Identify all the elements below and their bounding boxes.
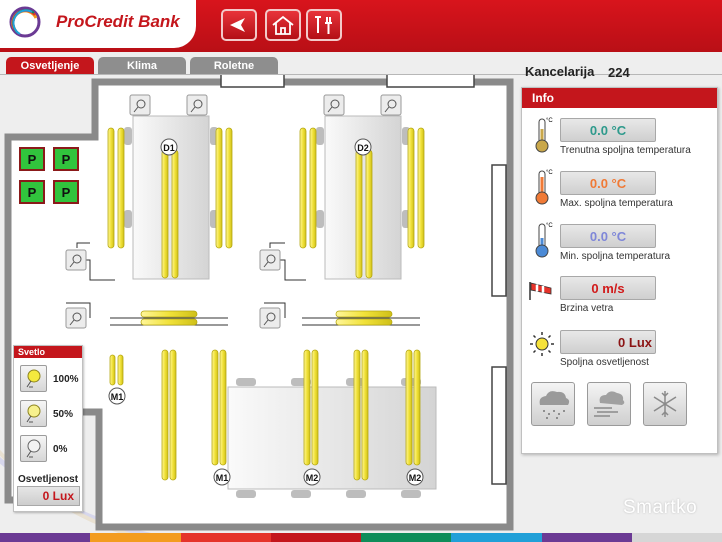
back-button[interactable] xyxy=(221,9,257,41)
tools-icon xyxy=(315,16,332,34)
bulb-half-icon xyxy=(26,404,41,423)
window xyxy=(386,75,475,88)
switch-label: P xyxy=(28,152,37,167)
motion-marker-label: M2 xyxy=(306,473,319,483)
brand-name: ProCredit Bank xyxy=(56,12,180,31)
bulb-off-icon xyxy=(26,439,41,458)
osvetljenost-label: Osvetljenost xyxy=(18,474,79,485)
svg-text:°C: °C xyxy=(546,170,553,176)
outdoor-lux-value: 0 Lux xyxy=(560,330,656,354)
tab-osvetljenje[interactable]: Osvetljenje xyxy=(6,57,94,74)
strip-segment xyxy=(0,533,91,542)
svg-text:°C: °C xyxy=(546,118,553,124)
light-50-label: 50% xyxy=(53,409,74,420)
tab-roletne[interactable]: Roletne xyxy=(190,57,278,74)
outdoor-lux-label: Spoljna osvetljenost xyxy=(560,357,649,368)
info-panel: Info °C 0.0 °C Trenutna spoljna temperat… xyxy=(521,87,718,454)
smartko-watermark: Smartko xyxy=(623,497,698,518)
motion-marker-label: M1 xyxy=(111,392,124,402)
sensor-markers[interactable] xyxy=(108,138,424,486)
light-sensors[interactable] xyxy=(65,94,402,329)
strip-segment xyxy=(180,533,271,542)
desk-marker-label: D1 xyxy=(163,143,175,153)
home-button[interactable] xyxy=(265,9,301,41)
light-100-label: 100% xyxy=(53,374,79,385)
strip-segment xyxy=(451,533,542,542)
back-arrow-icon xyxy=(230,18,245,32)
rain-cloud-icon xyxy=(539,391,570,419)
strip-segment xyxy=(541,533,632,542)
bulb-full-icon xyxy=(26,369,41,388)
wind-speed-label: Brzina vetra xyxy=(560,303,614,314)
logo: ProCredit Bank xyxy=(0,0,196,48)
windsock-icon xyxy=(529,282,552,300)
svetlo-panel: Svetlo 100% 50% 0% Osvetljenost 0 Lux xyxy=(13,345,83,512)
switch-label: P xyxy=(62,185,71,200)
snow-button[interactable] xyxy=(643,382,687,426)
strip-segment xyxy=(361,533,452,542)
thermometer-hot-icon: °C xyxy=(535,170,553,205)
room-number: 224 xyxy=(608,65,630,80)
wind-speed-value: 0 m/s xyxy=(560,276,656,300)
min-temp-label: Min. spoljna temperatura xyxy=(560,251,671,262)
sun-icon xyxy=(530,332,554,356)
light-100-button[interactable] xyxy=(20,365,47,392)
light-50-button[interactable] xyxy=(20,400,47,427)
min-temp-value: 0.0 °C xyxy=(560,224,656,248)
ceiling-lights[interactable] xyxy=(107,127,425,481)
color-strip xyxy=(0,533,722,542)
tab-klima[interactable]: Klima xyxy=(98,57,186,74)
room-title: Kancelarija xyxy=(525,64,595,79)
light-0-label: 0% xyxy=(53,444,68,455)
tools-button[interactable] xyxy=(306,9,342,41)
fog-cloud-icon xyxy=(594,391,625,417)
desk xyxy=(227,386,437,490)
max-temp-value: 0.0 °C xyxy=(560,171,656,195)
strip-segment xyxy=(631,533,722,542)
thermometer-icon: °C xyxy=(535,118,553,153)
floor-plan: P P P P D1 D2 M1 M1 M2 M2 xyxy=(0,75,514,533)
current-temp-value: 0.0 °C xyxy=(560,118,656,142)
procredit-rainbow-logo xyxy=(9,6,41,38)
motion-marker-label: M1 xyxy=(216,473,229,483)
osvetljenost-value: 0 Lux xyxy=(17,486,80,506)
thermometer-cold-icon: °C xyxy=(535,223,553,258)
max-temp-label: Max. spoljna temperatura xyxy=(560,198,673,209)
svg-text:°C: °C xyxy=(546,223,553,229)
strip-segment xyxy=(90,533,181,542)
snowflake-icon xyxy=(653,391,677,417)
fog-button[interactable] xyxy=(587,382,631,426)
window xyxy=(491,164,507,297)
tab-divider xyxy=(0,74,722,75)
rain-button[interactable] xyxy=(531,382,575,426)
info-title: Info xyxy=(522,88,717,108)
motion-marker-label: M2 xyxy=(409,473,422,483)
app-header: ProCredit Bank xyxy=(0,0,722,52)
home-icon xyxy=(272,15,294,35)
window xyxy=(220,75,285,88)
current-temp-label: Trenutna spoljna temperatura xyxy=(560,145,691,156)
light-0-button[interactable] xyxy=(20,435,47,462)
desk-marker-label: D2 xyxy=(357,143,369,153)
light-switches[interactable] xyxy=(19,147,79,204)
svetlo-title: Svetlo xyxy=(14,346,82,358)
window xyxy=(491,366,507,485)
strip-segment xyxy=(270,533,361,542)
switch-label: P xyxy=(62,152,71,167)
switch-label: P xyxy=(28,185,37,200)
